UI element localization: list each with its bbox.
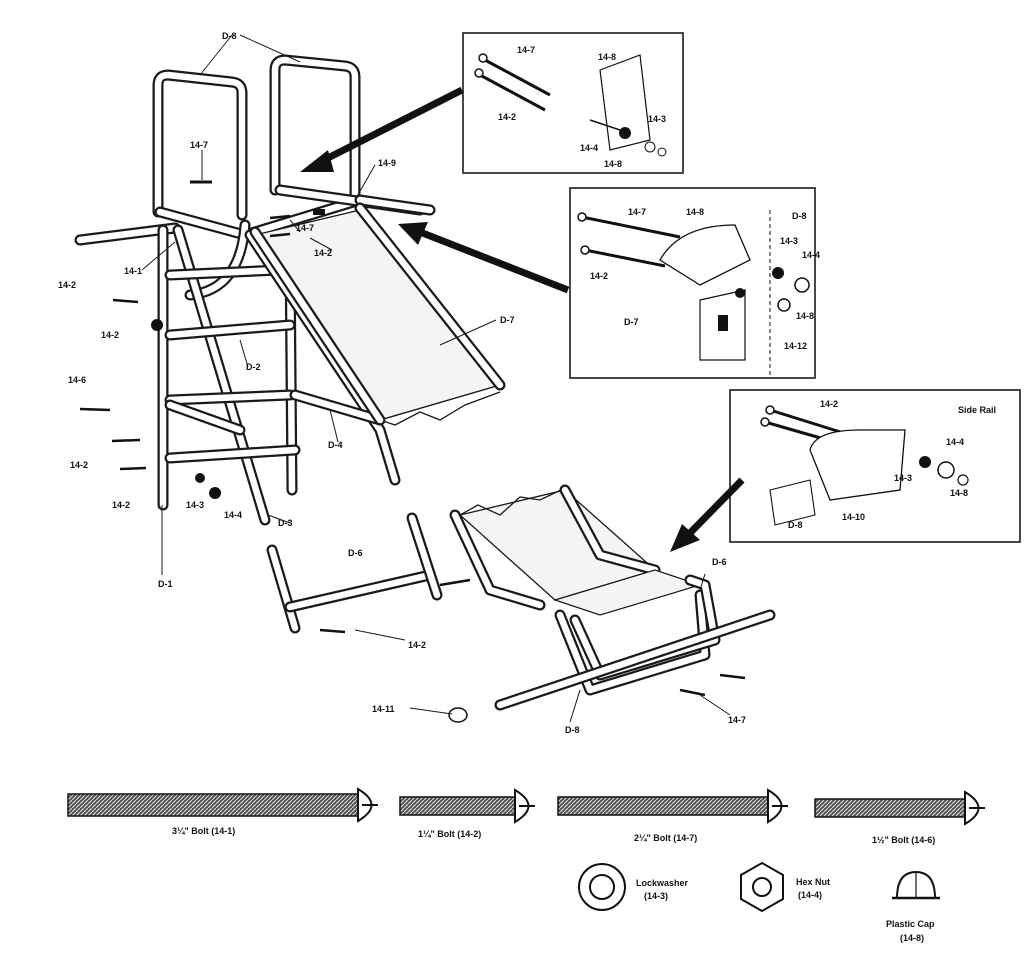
label-14-7-b: 14-7: [296, 223, 314, 233]
label-14-7-a: 14-7: [190, 140, 208, 150]
leader-lines: [141, 34, 731, 723]
slide-exit-section: [448, 484, 776, 723]
inset1-14-4: 14-4: [580, 143, 598, 153]
label-d2: D-2: [246, 362, 261, 372]
plastic-cap-number: (14-8): [900, 933, 924, 943]
inset-1-labels: 14-7 14-8 14-2 14-3 14-4 14-8: [498, 45, 666, 169]
label-14-2-d: 14-2: [70, 460, 88, 470]
inset3-d8: D-8: [788, 520, 803, 530]
label-14-2-f: 14-2: [408, 640, 426, 650]
ladder-rungs-d2: [164, 264, 301, 464]
label-d7: D-7: [500, 315, 515, 325]
inset2-14-4: 14-4: [802, 250, 820, 260]
bolt-14-6-label: 1½" Bolt (14-6): [872, 835, 935, 845]
platform-frame: [74, 184, 436, 246]
inset-detail-3: [729, 389, 1021, 543]
inset3-14-2: 14-2: [820, 399, 838, 409]
label-14-2-b: 14-2: [58, 280, 76, 290]
bolt-14-2-label: 1¼" Bolt (14-2): [418, 829, 481, 839]
label-d3: D-3: [278, 518, 293, 528]
label-14-11: 14-11: [372, 704, 395, 714]
inset1-14-8: 14-8: [598, 52, 616, 62]
hardware-key: 3¼" Bolt (14-1) 1¼" Bolt (14-2) 2¼" Bolt…: [67, 787, 985, 943]
bolt-14-7-label: 2¼" Bolt (14-7): [634, 833, 697, 843]
callout-arrows: [300, 86, 745, 552]
bolt-14-7-icon: [557, 788, 788, 824]
label-14-2-e: 14-2: [112, 500, 130, 510]
label-14-2-c: 14-2: [101, 330, 119, 340]
inset3-14-3: 14-3: [894, 473, 912, 483]
rear-brace-d4: [164, 229, 401, 486]
inset3-14-8: 14-8: [950, 488, 968, 498]
plastic-cap-label: Plastic Cap: [886, 919, 935, 929]
right-handrail-d8: [269, 54, 361, 206]
inset-detail-1: [462, 32, 684, 174]
inset2-14-12: 14-12: [784, 341, 807, 351]
lockwasher-number: (14-3): [644, 891, 668, 901]
label-14-4: 14-4: [224, 510, 242, 520]
left-handrail-d8: [152, 69, 248, 221]
hex-nut-icon: [740, 861, 784, 913]
inset2-14-7: 14-7: [628, 207, 646, 217]
part-labels: D-8 14-7 14-9 14-7 14-2 14-1 14-2 14-2 D…: [58, 31, 746, 735]
label-d4: D-4: [328, 440, 343, 450]
label-d6-left: D-6: [348, 548, 363, 558]
inset-2-labels: 14-7 14-8 D-8 14-3 14-4 14-2 14-8 D-7 14…: [590, 207, 820, 351]
inset2-14-8b: 14-8: [796, 311, 814, 321]
hex-nut-number: (14-4): [798, 890, 822, 900]
inset3-14-10: 14-10: [842, 512, 865, 522]
bolt-14-1-label: 3¼" Bolt (14-1): [172, 826, 235, 836]
bolt-14-6-icon: [814, 790, 985, 826]
slide-exit-frame-d6: [266, 512, 471, 634]
inset2-d7: D-7: [624, 317, 639, 327]
bolt-14-1-icon: [67, 787, 378, 823]
label-d8-bottom: D-8: [565, 725, 580, 735]
inset1-14-2: 14-2: [498, 112, 516, 122]
frame-hardware: [79, 180, 325, 499]
label-14-1: 14-1: [124, 266, 142, 276]
inset2-14-8: 14-8: [686, 207, 704, 217]
label-d8-top: D-8: [222, 31, 237, 41]
label-14-2-a: 14-2: [314, 248, 332, 258]
inset-3-labels: 14-2 Side Rail 14-4 14-3 14-8 14-10 D-8: [788, 399, 996, 530]
inset2-14-2: 14-2: [590, 271, 608, 281]
label-14-6: 14-6: [68, 375, 86, 385]
label-d6-right: D-6: [712, 557, 727, 567]
bolt-14-2-icon: [399, 788, 535, 824]
plastic-cap-icon: [892, 870, 940, 900]
inset2-d8: D-8: [792, 211, 807, 221]
inset2-14-3: 14-3: [780, 236, 798, 246]
label-14-9: 14-9: [378, 158, 396, 168]
inset1-14-8b: 14-8: [604, 159, 622, 169]
label-d1: D-1: [158, 579, 173, 589]
inset3-side-rail: Side Rail: [958, 405, 996, 415]
inset-detail-2: [569, 187, 816, 379]
inset1-14-3: 14-3: [648, 114, 666, 124]
label-14-3: 14-3: [186, 500, 204, 510]
inset3-14-4: 14-4: [946, 437, 964, 447]
label-14-7-c: 14-7: [728, 715, 746, 725]
slide-bed-d7: [249, 202, 506, 426]
inset1-14-7: 14-7: [517, 45, 535, 55]
lockwasher-icon: [578, 863, 626, 911]
lockwasher-label: Lockwasher: [636, 878, 689, 888]
slide-frame: [74, 54, 506, 526]
hex-nut-label: Hex Nut: [796, 877, 830, 887]
